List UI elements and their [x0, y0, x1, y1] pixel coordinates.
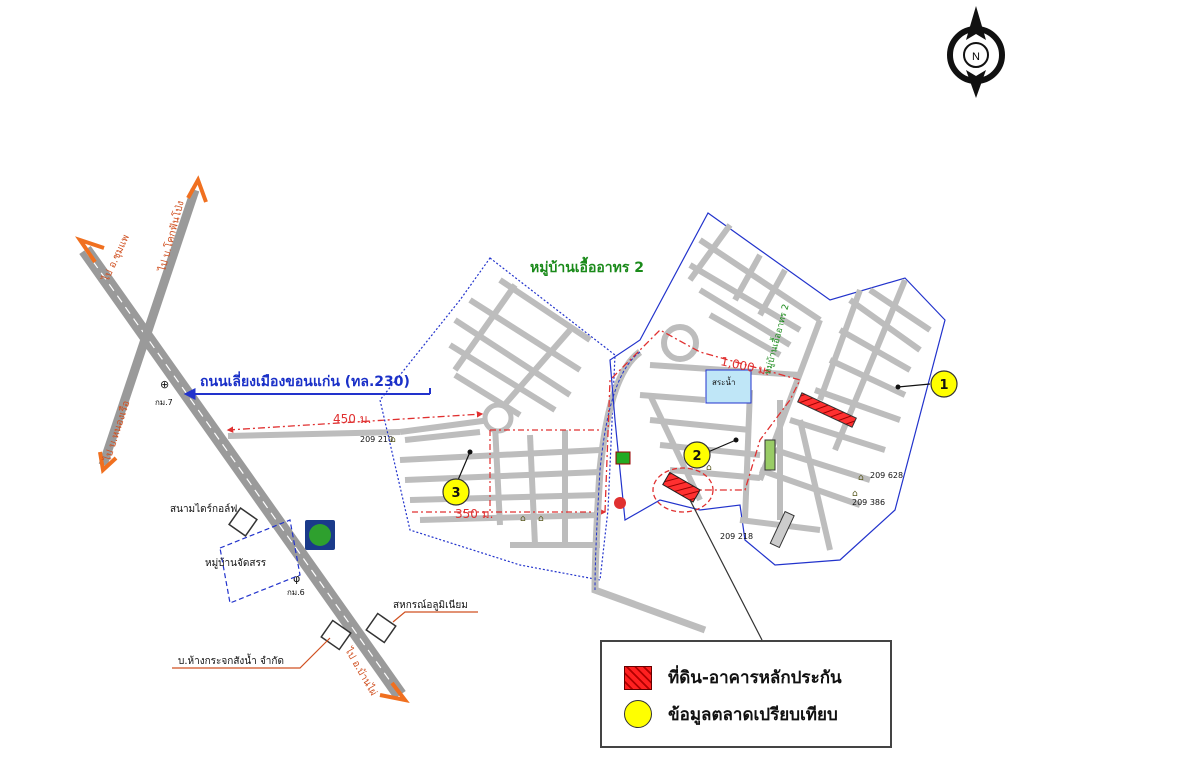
comparable-marker-1 — [930, 370, 958, 398]
legend-label: ที่ดิน-อาคารหลักประกัน — [668, 668, 842, 688]
parcel-label: 209 628 — [870, 471, 903, 480]
road-label: ไป บ.หนองเรือ — [101, 399, 132, 464]
comparable-marker-3 — [442, 478, 470, 506]
arrow-icon — [75, 236, 105, 264]
collateral-property — [662, 471, 701, 503]
house-icon: ⌂ — [520, 514, 526, 524]
jatsan-boundary — [219, 519, 301, 604]
coop-building — [365, 612, 397, 644]
legend-label: ข้อมูลตลาดเปรียบเทียบ — [668, 704, 838, 725]
house-icon: ⌂ — [538, 514, 544, 524]
east-village-roads — [639, 223, 932, 551]
bank-icon — [615, 451, 631, 465]
place-label: บ.ห้างกระจกสังน้ำ จำกัด — [178, 653, 284, 667]
access-road: 450 ม. — [226, 411, 491, 439]
km-marker-label: กม.7 — [155, 398, 173, 407]
comparable-number: 2 — [692, 449, 701, 464]
km-marker-icon: φ — [293, 572, 300, 585]
distance-label: 350 ม. — [455, 507, 493, 521]
bypass-road-label: ถนนเลี่ยงเมืองขอนแก่น (ทล.230) — [200, 371, 410, 390]
roundabout — [482, 402, 514, 434]
house-icon: ⌂ — [852, 489, 858, 499]
distance-label: 450 ม. — [333, 412, 371, 426]
north-arrow-icon: N — [947, 6, 1005, 98]
arrow-icon — [98, 451, 118, 474]
house-icon: ⌂ — [858, 473, 864, 483]
route-line — [604, 329, 801, 513]
place-label: หมู่บ้านจัดสรร — [205, 557, 267, 569]
pond-label: สระน้ำ — [712, 376, 735, 387]
road-label: ไป อ.ชุมแพ — [99, 233, 131, 284]
house-icon: ⌂ — [706, 463, 712, 473]
leader-line — [689, 499, 763, 641]
legend-item-collateral: ที่ดิน-อาคารหลักประกัน — [624, 664, 842, 691]
building — [764, 439, 776, 471]
place-label: สนามไดร์กอล์ฟ — [170, 503, 237, 515]
legend-item-market: ข้อมูลตลาดเปรียบเทียบ — [624, 700, 838, 728]
map-legend: ที่ดิน-อาคารหลักประกัน ข้อมูลตลาดเปรียบเ… — [600, 640, 892, 748]
highway-road — [79, 245, 406, 700]
arrow-icon — [186, 175, 208, 203]
golf-building — [228, 507, 258, 537]
parcel-label: 209 386 — [852, 498, 885, 507]
arrow-icon — [379, 681, 410, 704]
crossing-road — [98, 188, 200, 467]
comparable-number: 3 — [451, 486, 460, 501]
building — [797, 392, 857, 428]
compass-label: N — [972, 51, 980, 63]
building — [769, 510, 795, 549]
parcel-label: 209 210 — [360, 435, 393, 444]
comparable-marker-2 — [683, 441, 711, 469]
market-swatch-icon — [624, 700, 652, 728]
km-marker-label: กม.6 — [287, 588, 305, 597]
roundabout — [661, 324, 699, 362]
house-icon: ⌂ — [390, 435, 396, 445]
comparable-number: 1 — [939, 378, 948, 393]
parcel-label: 209 218 — [720, 532, 753, 541]
collateral-swatch-icon — [624, 665, 652, 690]
pond — [705, 369, 752, 404]
poi-icon — [614, 497, 626, 509]
village-label: หมู่บ้านเอื้ออาทร 2 — [530, 256, 644, 276]
place-label: สหกรณ์อลูมิเนียม — [393, 599, 468, 611]
km-marker-icon: ⊕ — [160, 378, 169, 391]
company-building — [320, 619, 352, 651]
collateral-outline — [652, 467, 714, 513]
